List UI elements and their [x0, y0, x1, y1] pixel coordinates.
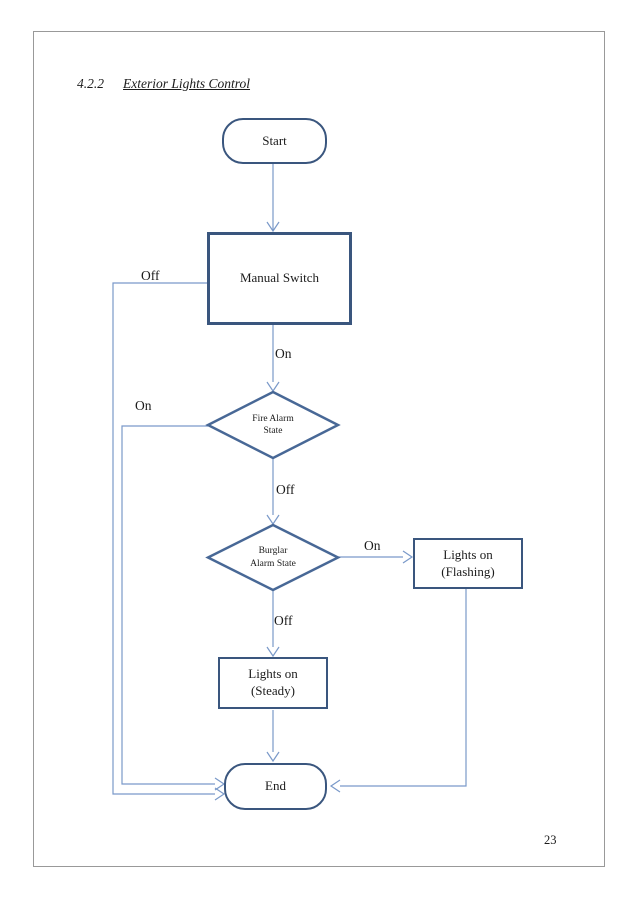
fire-alarm-node-label: Fire Alarm State — [252, 413, 294, 436]
fire-alarm-diamond-shape — [205, 390, 341, 460]
edge-label-burglar-on: On — [364, 538, 381, 553]
start-node: Start — [222, 118, 327, 164]
arrow-down-icon — [266, 751, 280, 763]
arrow-down-icon — [266, 381, 280, 393]
edge-fire-on-to-end — [121, 425, 215, 785]
edge-label-fire-off: Off — [276, 482, 295, 497]
arrow-down-icon — [266, 514, 280, 526]
section-number: 4.2.2 — [77, 76, 104, 91]
arrow-left-icon — [329, 779, 341, 793]
arrow-down-icon — [266, 221, 280, 233]
lights-on-steady-node: Lights on (Steady) — [218, 657, 328, 709]
page-border — [33, 31, 605, 867]
burglar-alarm-diamond-shape — [205, 523, 341, 592]
arrow-down-icon — [266, 646, 280, 658]
edge-label-manual-off: Off — [141, 268, 160, 283]
section-heading: 4.2.2 Exterior Lights Control — [77, 76, 250, 92]
arrow-right-icon — [402, 550, 414, 564]
lights-on-flashing-node: Lights on (Flashing) — [413, 538, 523, 589]
section-title: Exterior Lights Control — [123, 76, 251, 91]
edge-label-fire-on: On — [135, 398, 152, 413]
edge-label-manual-on: On — [275, 346, 292, 361]
page-number: 23 — [544, 833, 557, 847]
edge-manual-off-to-end — [112, 282, 215, 795]
edge-flashing-to-end — [340, 589, 467, 787]
end-node: End — [224, 763, 327, 810]
edge-label-burglar-off: Off — [274, 613, 293, 628]
burglar-alarm-node-label: Burglar Alarm State — [250, 546, 296, 569]
manual-switch-node: Manual Switch — [207, 232, 352, 325]
